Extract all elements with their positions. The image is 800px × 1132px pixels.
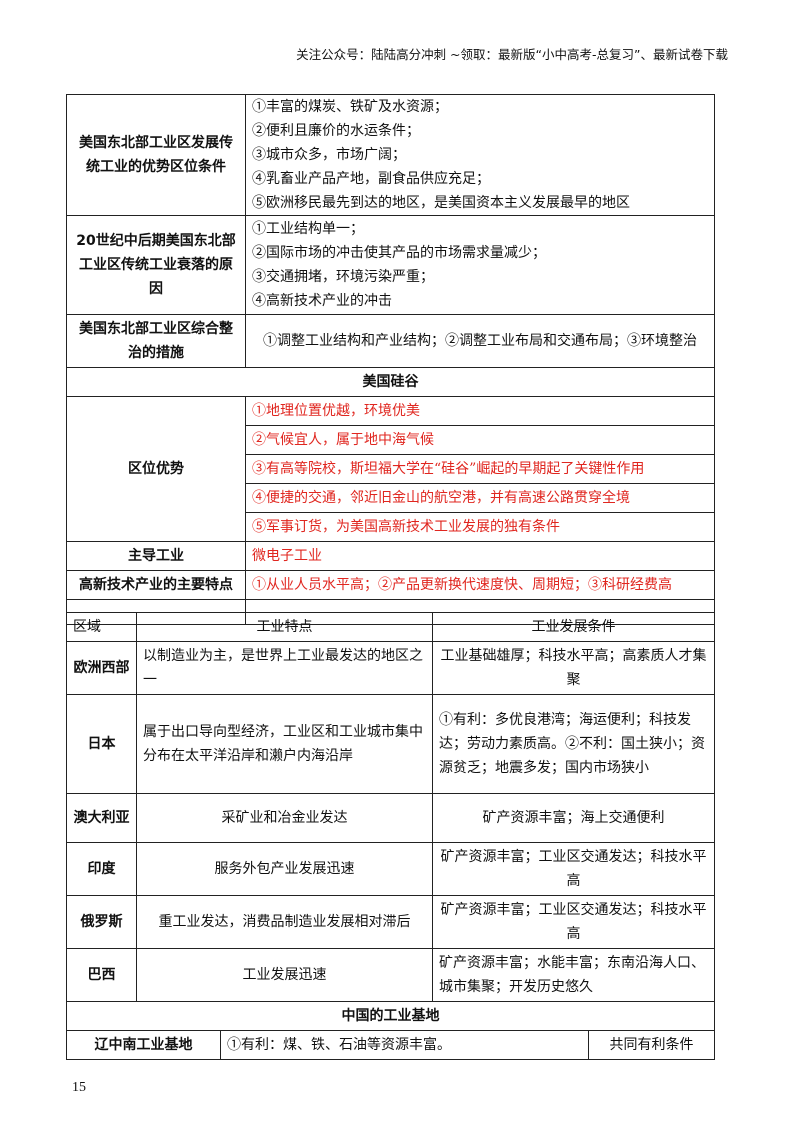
table-row: ⑤军事订货，为美国高新技术工业发展的独有条件	[67, 512, 715, 542]
feature-cell: 属于出口导向型经济，工业区和工业城市集中分布在太平洋沿岸和濑户内海沿岸	[136, 694, 433, 794]
row-content: ①从业人员水平高；②产品更新换代速度快、周期短；③科研经费高	[245, 570, 715, 600]
list-item: ②国际市场的冲击使其产品的市场需求量减少；	[252, 245, 546, 261]
list-item: ④高新技术产业的冲击	[252, 293, 392, 309]
table-row: 主导工业 微电子工业	[66, 541, 715, 571]
column-header: 区域	[66, 612, 137, 642]
condition-cell: ①有利：多优良港湾；海运便利；科技发达；劳动力素质高。②不利：国土狭小；资源贫乏…	[432, 694, 715, 794]
table-row: 20世纪中后期美国东北部工业区传统工业衰落的原因 ①工业结构单一； ②国际市场的…	[66, 215, 715, 315]
feature-cell: 以制造业为主，是世界上工业最发达的地区之一	[136, 641, 433, 695]
table-row: 欧洲西部 以制造业为主，是世界上工业最发达的地区之一 工业基础雄厚；科技水平高；…	[66, 641, 715, 695]
table-row: 美国东北部工业区发展传统工业的优势区位条件 ①丰富的煤炭、铁矿及水资源； ②便利…	[66, 94, 715, 216]
table-row: ③有高等院校，斯坦福大学在“硅谷”崛起的早期起了关键性作用	[67, 454, 715, 484]
row-label: 高新技术产业的主要特点	[66, 570, 246, 600]
list-item: ⑤欧洲移民最先到达的地区，是美国资本主义发展最早的地区	[252, 195, 630, 211]
region-cell: 日本	[66, 694, 137, 794]
feature-cell: 重工业发达，消费品制造业发展相对滞后	[136, 895, 433, 949]
list-item: ⑤军事订货，为美国高新技术工业发展的独有条件	[245, 512, 715, 542]
row-content: ①丰富的煤炭、铁矿及水资源； ②便利且廉价的水运条件； ③城市众多，市场广阔； …	[245, 94, 715, 216]
column-header: 工业发展条件	[432, 612, 715, 642]
condition-cell: 矿产资源丰富；工业区交通发达；科技水平高	[432, 842, 715, 896]
table-row: 美国东北部工业区综合整治的措施 ①调整工业结构和产业结构；②调整工业布局和交通布…	[66, 314, 715, 368]
table-row: 印度 服务外包产业发展迅速 矿产资源丰富；工业区交通发达；科技水平高	[66, 842, 715, 896]
column-header: 工业特点	[136, 612, 433, 642]
list-item: ③交通拥堵，环境污染严重；	[252, 269, 434, 285]
condition-cell: 矿产资源丰富；海上交通便利	[432, 793, 715, 843]
feature-cell: 采矿业和冶金业发达	[136, 793, 433, 843]
us-industry-table: 美国东北部工业区发展传统工业的优势区位条件 ①丰富的煤炭、铁矿及水资源； ②便利…	[66, 94, 715, 625]
list-item: ①地理位置优越，环境优美	[245, 396, 715, 426]
condition-cell: 工业基础雄厚；科技水平高；高素质人才集聚	[432, 641, 715, 695]
feature-cell: 工业发展迅速	[136, 948, 433, 1002]
row-content: ①调整工业结构和产业结构；②调整工业布局和交通布局；③环境整治	[245, 314, 715, 368]
section-title: 中国的工业基地	[66, 1001, 715, 1031]
list-item: ③有高等院校，斯坦福大学在“硅谷”崛起的早期起了关键性作用	[245, 454, 715, 484]
page-number: 15	[72, 1080, 86, 1095]
feature-cell: 服务外包产业发展迅速	[136, 842, 433, 896]
table-row: 俄罗斯 重工业发达，消费品制造业发展相对滞后 矿产资源丰富；工业区交通发达；科技…	[66, 895, 715, 949]
row-content: 微电子工业	[245, 541, 715, 571]
row-content: ①工业结构单一； ②国际市场的冲击使其产品的市场需求量减少； ③交通拥堵，环境污…	[245, 215, 715, 315]
list-item: ①丰富的煤炭、铁矿及水资源；	[252, 99, 448, 115]
list-item: ②便利且廉价的水运条件；	[252, 123, 420, 139]
row-label: 美国东北部工业区综合整治的措施	[66, 314, 246, 368]
note-cell: 共同有利条件	[588, 1030, 715, 1060]
region-cell: 印度	[66, 842, 137, 896]
list-item: ②气候宜人，属于地中海气候	[245, 425, 715, 455]
regional-industry-table: 区域 工业特点 工业发展条件 欧洲西部 以制造业为主，是世界上工业最发达的地区之…	[66, 612, 715, 1060]
region-cell: 澳大利亚	[66, 793, 137, 843]
row-label: 区位优势	[66, 396, 246, 542]
condition-cell: 矿产资源丰富；水能丰富；东南沿海人口、城市集聚；开发历史悠久	[432, 948, 715, 1002]
list-item: ③城市众多，市场广阔；	[252, 147, 406, 163]
region-cell: 欧洲西部	[66, 641, 137, 695]
section-row: 美国硅谷	[66, 367, 715, 397]
region-cell: 俄罗斯	[66, 895, 137, 949]
region-cell: 巴西	[66, 948, 137, 1002]
table-row: ②气候宜人，属于地中海气候	[67, 425, 715, 455]
page-header: 关注公众号：陆陆高分冲刺 ~领取：最新版“小中高考-总复习”、最新试卷下载	[296, 47, 728, 62]
list-item: ④乳畜业产品产地，副食品供应充足；	[252, 171, 490, 187]
table-row: 区位优势 ①地理位置优越，环境优美	[66, 396, 715, 542]
table-header-row: 区域 工业特点 工业发展条件	[66, 612, 715, 642]
table-row: 巴西 工业发展迅速 矿产资源丰富；水能丰富；东南沿海人口、城市集聚；开发历史悠久	[66, 948, 715, 1002]
table-row: 澳大利亚 采矿业和冶金业发达 矿产资源丰富；海上交通便利	[66, 793, 715, 843]
region-cell: 辽中南工业基地	[66, 1030, 221, 1060]
table-row: 高新技术产业的主要特点 ①从业人员水平高；②产品更新换代速度快、周期短；③科研经…	[66, 570, 715, 600]
feature-cell: ①有利：煤、铁、石油等资源丰富。	[220, 1030, 589, 1060]
list-item: ④便捷的交通，邻近旧金山的航空港，并有高速公路贯穿全境	[245, 483, 715, 513]
table-row: 日本 属于出口导向型经济，工业区和工业城市集中分布在太平洋沿岸和濑户内海沿岸 ①…	[66, 694, 715, 794]
row-label: 美国东北部工业区发展传统工业的优势区位条件	[66, 94, 246, 216]
section-title: 美国硅谷	[66, 367, 715, 397]
table-row: 辽中南工业基地 ①有利：煤、铁、石油等资源丰富。 共同有利条件	[66, 1030, 715, 1060]
section-row: 中国的工业基地	[66, 1001, 715, 1031]
row-label: 主导工业	[66, 541, 246, 571]
list-item: ①工业结构单一；	[252, 221, 364, 237]
condition-cell: 矿产资源丰富；工业区交通发达；科技水平高	[432, 895, 715, 949]
row-label: 20世纪中后期美国东北部工业区传统工业衰落的原因	[66, 215, 246, 315]
